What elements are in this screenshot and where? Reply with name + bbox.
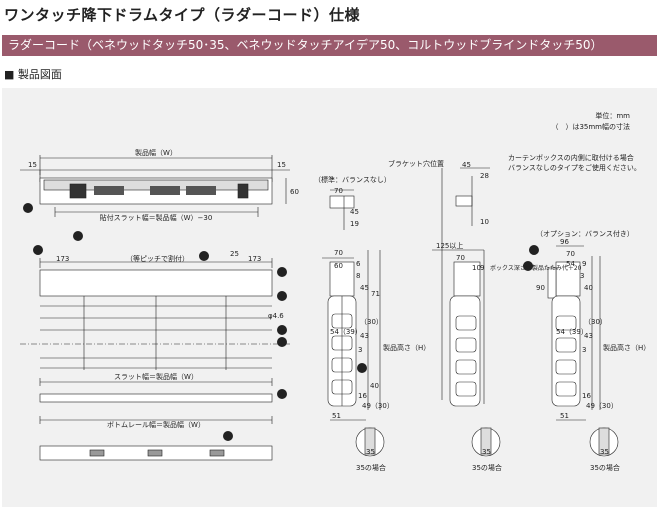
std-d71: 71	[371, 290, 380, 298]
dim-15-right: 15	[277, 161, 286, 169]
callout-label-4: 4	[280, 269, 285, 277]
product-width-label: 製品幅（W）	[135, 148, 177, 157]
curtain-box-note-1: カーテンボックスの内側に取付ける場合	[508, 153, 634, 162]
callout-label-1: 1	[26, 205, 30, 213]
std-d60: 60	[334, 262, 343, 270]
std-d51: 51	[332, 412, 341, 420]
std-d70a: 70	[334, 187, 343, 195]
dim-phi-4-6: φ4.6	[268, 312, 284, 320]
callout-markers	[23, 203, 539, 441]
callout-3	[33, 245, 43, 255]
band-label: ラダーコード（ベネウッドタッチ50･35、ベネウッドタッチアイデア50、コルトウ…	[8, 38, 603, 52]
callout-label-11: 11	[530, 247, 539, 255]
std-d70b: 70	[334, 249, 343, 257]
mid-d70: 70	[456, 254, 465, 262]
opt-d16: 16	[582, 392, 591, 400]
mid-d28: 28	[480, 172, 489, 180]
callout-5	[277, 291, 287, 301]
unit-note: 単位：mm	[595, 111, 630, 120]
mid-d45: 45	[462, 161, 471, 169]
std-d19: 19	[350, 220, 359, 228]
product-band: ラダーコード（ベネウッドタッチ50･35、ベネウッドタッチアイデア50、コルトウ…	[2, 35, 657, 56]
mid-d35: 35	[482, 448, 491, 456]
opt-d54: 54	[566, 260, 575, 268]
callout-7a	[277, 337, 287, 347]
callout-11	[529, 245, 539, 255]
callout-label-12: 12	[524, 263, 533, 271]
paren-note: （ ）は35mm幅の寸法	[551, 122, 630, 131]
std-d49: 49（30）	[362, 402, 394, 410]
callout-2	[73, 231, 83, 241]
tape-slat-label: 貼付スラット幅＝製品幅（W）−30	[100, 213, 213, 222]
callout-label-5: 5	[280, 293, 284, 301]
opt-d40: 40	[584, 284, 593, 292]
callout-6a	[277, 325, 287, 335]
std-d16: 16	[358, 392, 367, 400]
opt-d96: 96	[560, 238, 569, 246]
opt-d3b: 3	[582, 346, 586, 354]
std-d3: 3	[358, 346, 362, 354]
callout-label-8: 8	[280, 391, 284, 399]
std-d8: 8	[356, 272, 360, 280]
std-d45: 45	[350, 208, 359, 216]
mid-d10b: 10	[472, 264, 481, 272]
callout-label-6: 6	[280, 327, 285, 335]
mid-d9: 9	[480, 264, 484, 272]
opt-d51: 51	[560, 412, 569, 420]
std-d43: 43	[360, 332, 369, 340]
dim-173-right: 173	[248, 255, 261, 263]
page-title: ワンタッチ降下ドラムタイプ（ラダーコード）仕様	[4, 6, 361, 24]
standard-label: （標準：バランスなし）	[314, 175, 391, 184]
callout-label-9: 9	[226, 433, 230, 441]
callout-9	[223, 431, 233, 441]
pitch-label: （等ピッチで割付）	[126, 254, 189, 263]
callout-7b	[199, 251, 209, 261]
callout-label-2: 2	[76, 233, 80, 241]
opt-d70: 70	[566, 250, 575, 258]
callout-1	[23, 203, 33, 213]
opt-d43: 43	[584, 332, 593, 340]
option-label: （オプション：バランス付き）	[536, 229, 634, 238]
dim-60: 60	[290, 188, 299, 196]
callout-12	[523, 261, 533, 271]
callout-label-7: 7	[280, 339, 284, 347]
dim-25: 25	[230, 250, 239, 258]
std-d54: 54（39）	[330, 328, 362, 336]
opt-d90: 90	[536, 284, 545, 292]
callout-label-10: 10	[358, 365, 367, 373]
opt-d30: （30）	[584, 318, 607, 326]
bottom-rail-label: ボトムレール幅＝製品幅（W）	[107, 420, 205, 429]
callout-label-3: 3	[36, 247, 40, 255]
callout-8	[277, 389, 287, 399]
opt-d9: 9	[582, 260, 586, 268]
opt-d49: 49（30）	[586, 402, 618, 410]
callout-10	[357, 363, 367, 373]
opt-d54b: 54（39）	[556, 328, 588, 336]
bracket-hole-label: ブラケット穴位置	[388, 159, 444, 168]
mid-d10a: 10	[480, 218, 489, 226]
slat-width-label: スラット幅＝製品幅（W）	[114, 372, 198, 381]
mid-depth: ボックス深さ＝製品たたみ代＋20	[490, 264, 582, 272]
std-case: 35の場合	[356, 463, 386, 472]
curtain-box-note-2: バランスなしのタイプをご使用ください。	[508, 163, 641, 172]
callout-4	[277, 267, 287, 277]
std-height: 製品高さ（H）	[383, 343, 430, 352]
mid-d125: 125以上	[436, 241, 463, 250]
section-heading: ■ 製品図面	[4, 68, 62, 81]
mid-case: 35の場合	[472, 463, 502, 472]
opt-d3a: 3	[580, 272, 584, 280]
dim-173-left: 173	[56, 255, 69, 263]
opt-d35: 35	[600, 448, 609, 456]
std-d45b: 45	[360, 284, 369, 292]
dim-15-left: 15	[28, 161, 37, 169]
opt-case: 35の場合	[590, 463, 620, 472]
std-d30: （30）	[360, 318, 383, 326]
opt-height: 製品高さ（H）	[603, 343, 650, 352]
std-d40: 40	[370, 382, 379, 390]
std-d6: 6	[356, 260, 361, 268]
std-d35: 35	[366, 448, 375, 456]
